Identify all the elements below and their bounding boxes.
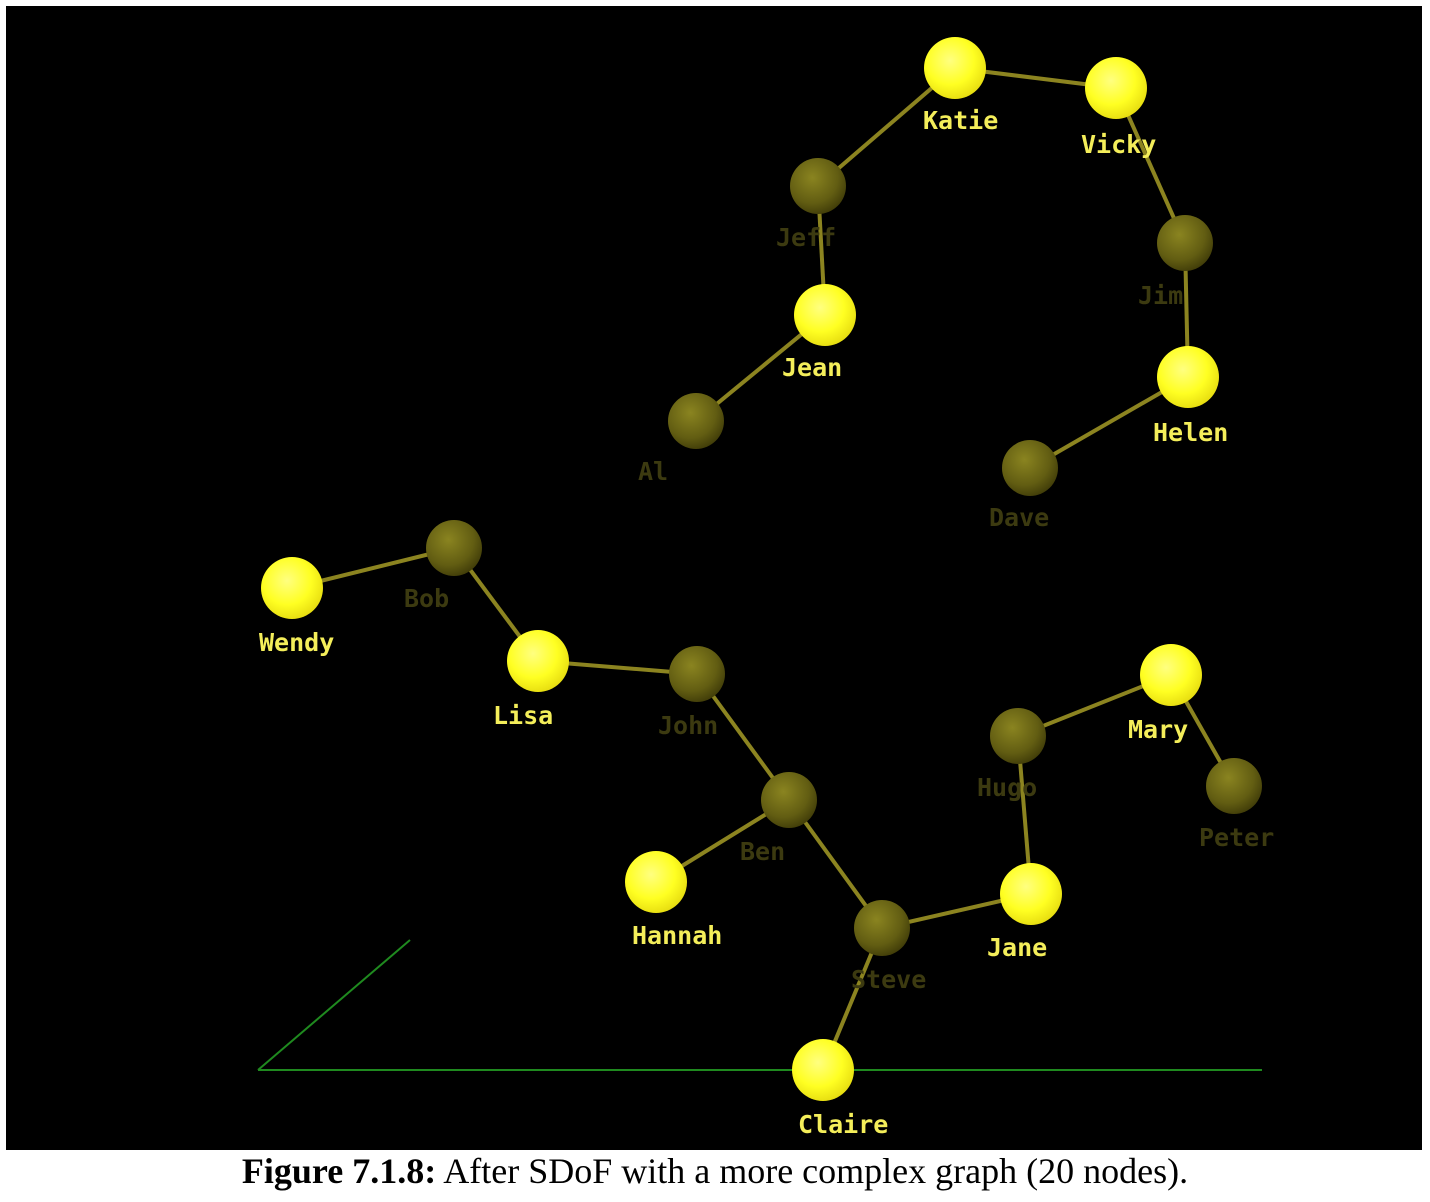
node-label-mary: Mary	[1128, 715, 1188, 744]
edge-layer	[291, 66, 1236, 1071]
caption-text: After SDoF with a more complex graph (20…	[436, 1151, 1189, 1191]
node-label-steve: Steve	[851, 965, 926, 994]
node-peter[interactable]	[1206, 758, 1262, 814]
node-hugo[interactable]	[990, 708, 1046, 764]
node-jean[interactable]	[794, 284, 856, 346]
node-layer	[261, 37, 1262, 1101]
figure-caption: Figure 7.1.8: After SDoF with a more com…	[0, 1148, 1430, 1198]
node-label-john: John	[658, 711, 718, 740]
floor-grid	[257, 939, 1262, 1071]
node-label-wendy: Wendy	[259, 628, 334, 657]
node-label-jane: Jane	[987, 933, 1047, 962]
node-label-dave: Dave	[989, 503, 1049, 532]
node-ben[interactable]	[761, 772, 817, 828]
node-jane[interactable]	[1000, 863, 1062, 925]
node-label-katie: Katie	[923, 106, 998, 135]
node-label-jean: Jean	[782, 353, 842, 382]
node-mary[interactable]	[1140, 644, 1202, 706]
node-helen[interactable]	[1157, 346, 1219, 408]
node-claire[interactable]	[792, 1039, 854, 1101]
node-label-al: Al	[638, 457, 668, 486]
node-bob[interactable]	[426, 520, 482, 576]
node-lisa[interactable]	[507, 630, 569, 692]
node-hannah[interactable]	[625, 851, 687, 913]
node-label-vicky: Vicky	[1081, 130, 1156, 159]
node-vicky[interactable]	[1085, 57, 1147, 119]
node-label-claire: Claire	[798, 1110, 888, 1139]
node-label-bob: Bob	[404, 584, 449, 613]
node-label-jeff: Jeff	[776, 223, 836, 252]
node-katie[interactable]	[924, 37, 986, 99]
node-label-lisa: Lisa	[493, 701, 553, 730]
node-steve[interactable]	[854, 900, 910, 956]
node-label-peter: Peter	[1199, 823, 1274, 852]
node-wendy[interactable]	[261, 557, 323, 619]
node-label-helen: Helen	[1153, 418, 1228, 447]
node-label-ben: Ben	[740, 837, 785, 866]
node-label-hannah: Hannah	[632, 921, 722, 950]
node-jim[interactable]	[1157, 215, 1213, 271]
node-john[interactable]	[669, 646, 725, 702]
figure-number: Figure 7.1.8:	[241, 1151, 437, 1191]
node-label-hugo: Hugo	[977, 773, 1037, 802]
node-label-jim: Jim	[1138, 281, 1183, 310]
floor-line-side	[257, 939, 411, 1071]
node-al[interactable]	[668, 393, 724, 449]
node-jeff[interactable]	[790, 158, 846, 214]
node-dave[interactable]	[1002, 440, 1058, 496]
